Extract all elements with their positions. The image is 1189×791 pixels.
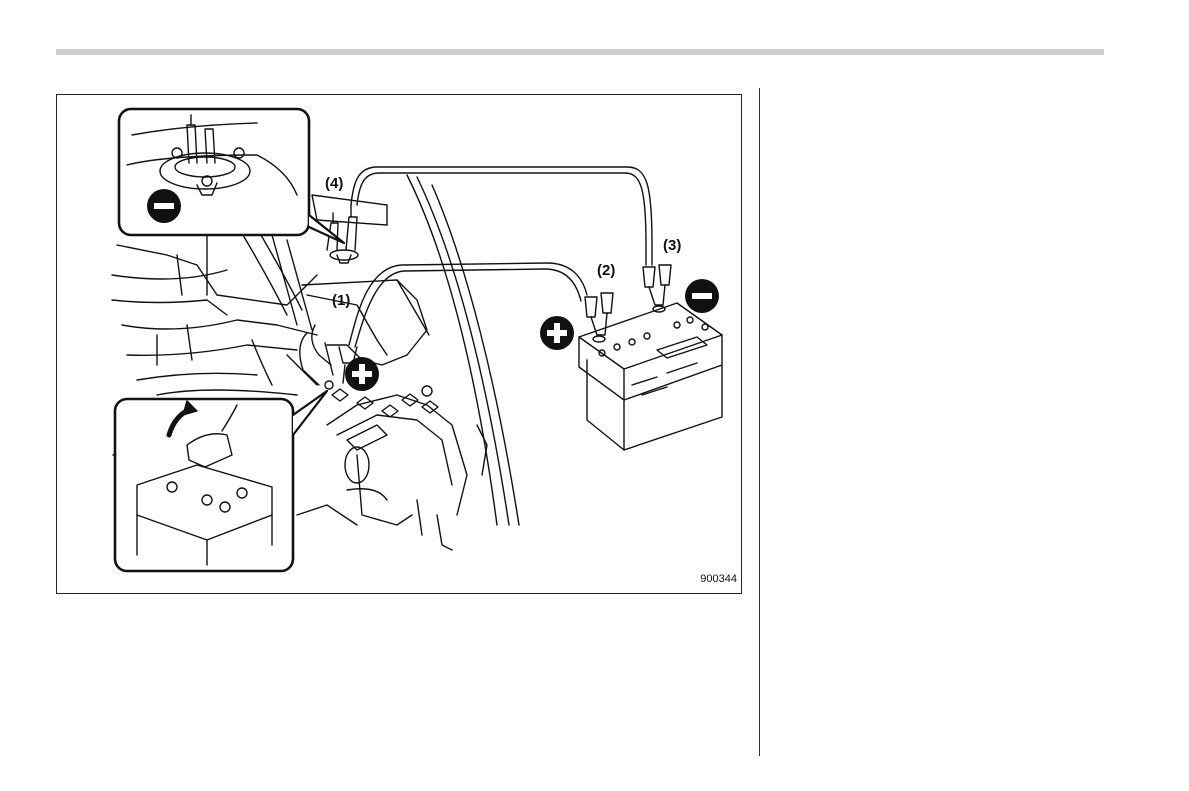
inset-terminal-cover-detail <box>115 391 327 571</box>
jump-start-illustration <box>57 95 743 595</box>
negative-symbol-booster <box>685 279 719 313</box>
figure-code: 900344 <box>700 573 737 585</box>
jump-start-figure: (4) (1) (2) (3) 900344 <box>56 94 742 594</box>
column-divider <box>759 88 760 756</box>
positive-symbol-booster <box>540 316 574 350</box>
label-cable-4: (4) <box>325 175 343 192</box>
label-cable-1: (1) <box>332 292 350 309</box>
page-top-rule <box>56 49 1104 55</box>
label-cable-3: (3) <box>663 237 681 254</box>
positive-symbol-car <box>345 357 379 391</box>
negative-symbol-inset <box>147 189 181 223</box>
inset-ground-detail <box>119 109 344 243</box>
label-cable-2: (2) <box>597 262 615 279</box>
